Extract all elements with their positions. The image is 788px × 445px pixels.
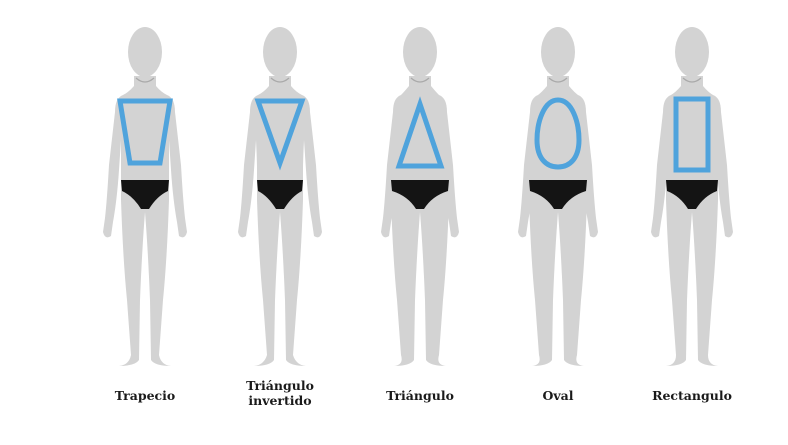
label-oval-line-1: Oval: [498, 388, 618, 403]
head: [541, 27, 575, 77]
figure-triangulo: [381, 27, 459, 366]
head: [263, 27, 297, 77]
figure-trapecio: [103, 27, 187, 366]
head: [675, 27, 709, 77]
label-triangulo-invertido-line-2: invertido: [220, 393, 340, 408]
figure-oval: [518, 27, 598, 366]
head: [128, 27, 162, 77]
label-trapecio-line-1: Trapecio: [85, 388, 205, 403]
label-triangulo: Triángulo: [360, 388, 480, 403]
body-silhouette: [381, 76, 459, 366]
head: [403, 27, 437, 77]
body-silhouette: [238, 76, 322, 366]
label-triangulo-invertido-line-1: Triángulo: [220, 378, 340, 393]
label-oval: Oval: [498, 388, 618, 403]
label-rectangulo-line-1: Rectangulo: [632, 388, 752, 403]
figure-rectangulo: [651, 27, 733, 366]
body-silhouette: [103, 76, 187, 366]
figure-triangulo-invertido: [238, 27, 322, 366]
label-trapecio: Trapecio: [85, 388, 205, 403]
body-silhouette: [518, 76, 598, 366]
label-rectangulo: Rectangulo: [632, 388, 752, 403]
body-silhouette: [651, 76, 733, 366]
label-triangulo-line-1: Triángulo: [360, 388, 480, 403]
label-triangulo-invertido: Triángulo invertido: [220, 378, 340, 408]
